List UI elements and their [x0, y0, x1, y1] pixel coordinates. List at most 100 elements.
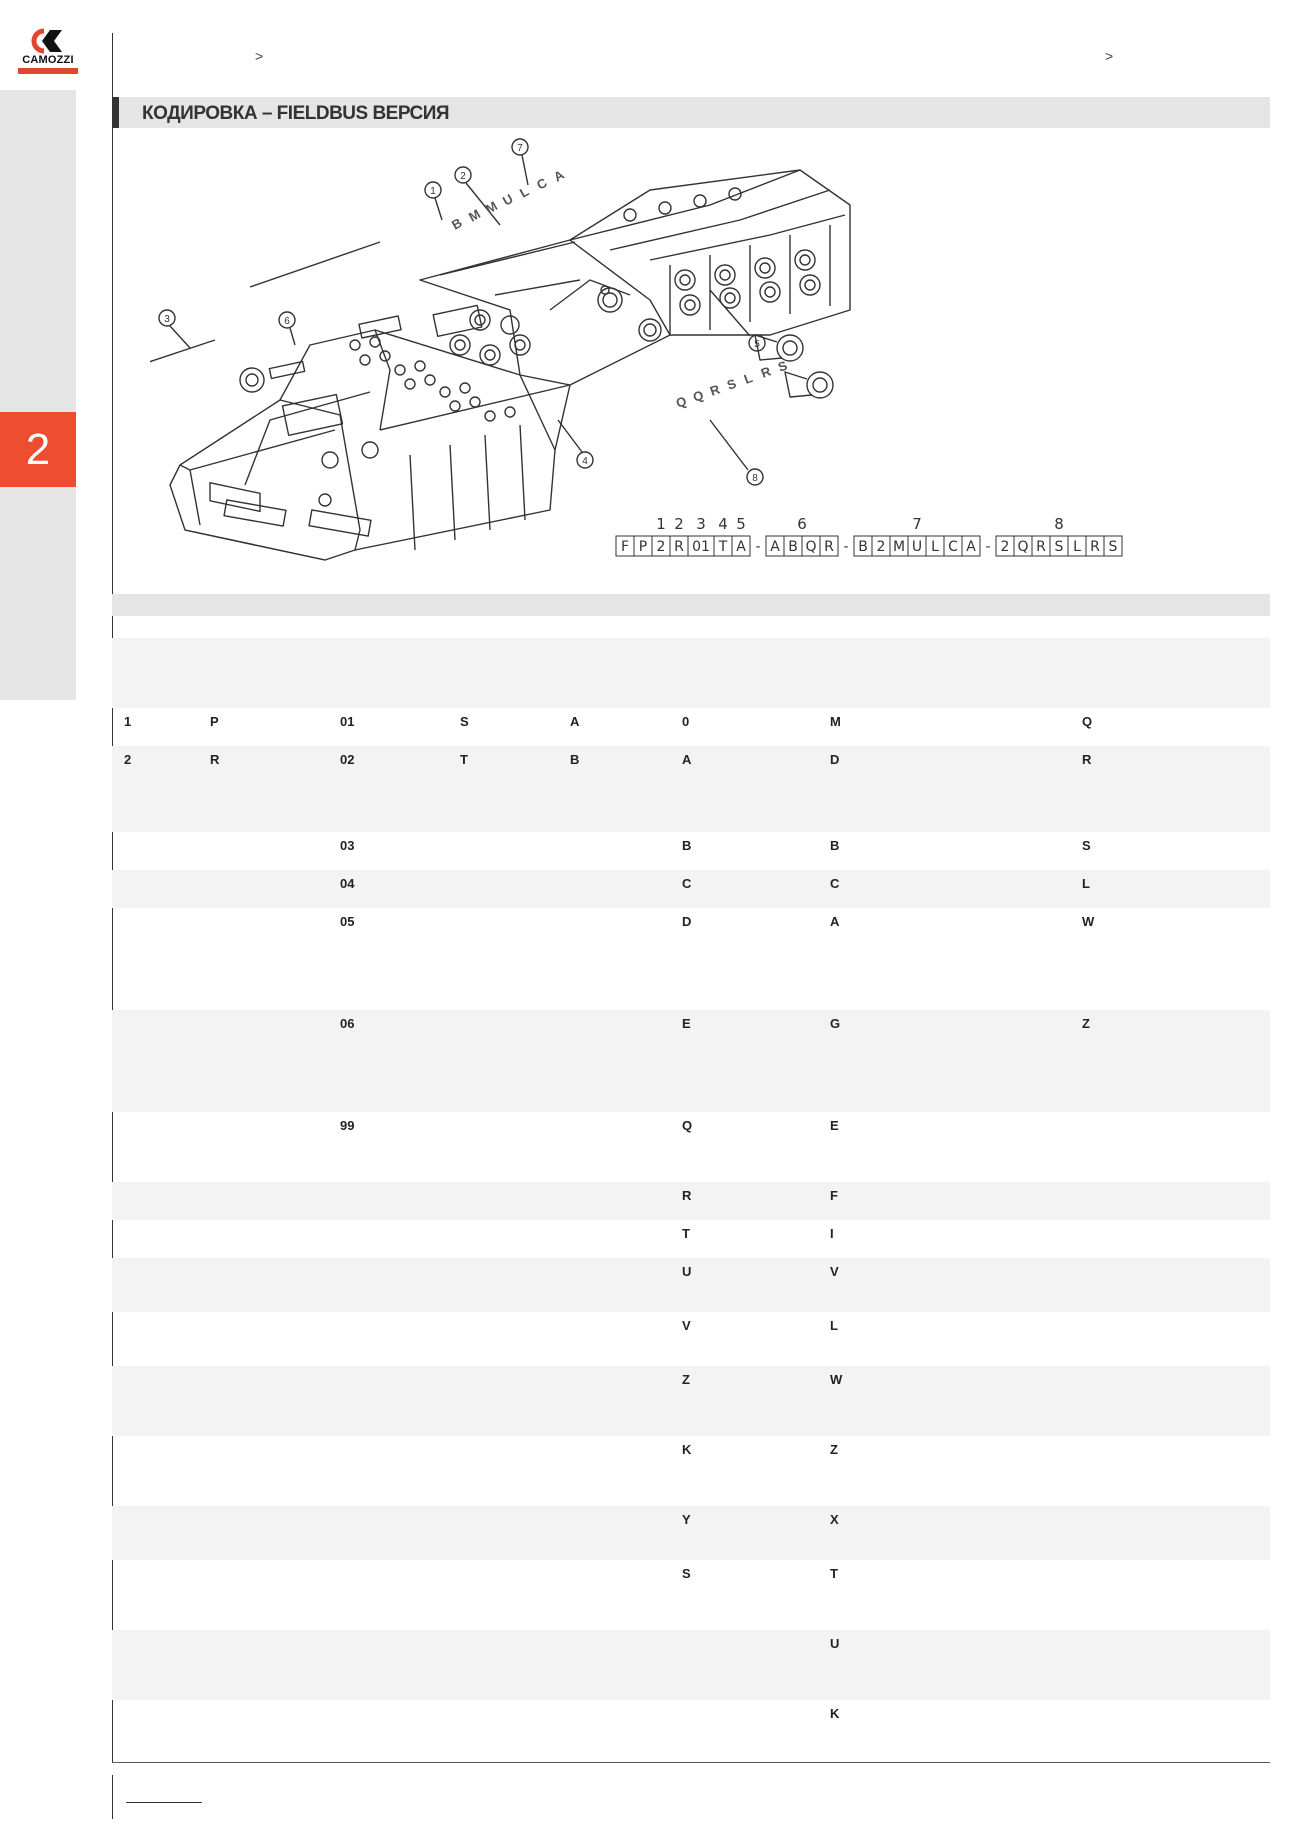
code-char: Q [1017, 539, 1028, 555]
top-letter-6: C [534, 175, 550, 193]
table-cell: B [830, 838, 840, 853]
table-cell: L [830, 1318, 838, 1333]
table-cell: R [210, 752, 220, 767]
table-cell: L [1082, 876, 1090, 891]
code-position-number: 6 [797, 515, 807, 533]
table-cell: 06 [340, 1016, 355, 1031]
table-cell: C [682, 876, 692, 891]
callout-6: 6 [284, 316, 290, 327]
table-cell: K [682, 1442, 692, 1457]
code-char: M [893, 539, 905, 555]
section-tab [0, 90, 76, 700]
table-row: 06 E G Z [112, 1010, 1270, 1112]
table-cell: 01 [340, 714, 355, 729]
code-char: T [718, 539, 728, 555]
table-cell: C [830, 876, 840, 891]
code-char: A [770, 539, 780, 555]
brand-bar [18, 68, 78, 74]
top-letter-1: B [449, 215, 465, 233]
section-heading-band: КОДИРОВКА – FIELDBUS ВЕРСИЯ [112, 97, 1270, 128]
table-cell: I [830, 1226, 834, 1241]
table-cell: 04 [340, 876, 355, 891]
table-cell: U [830, 1636, 840, 1651]
code-position-number: 7 [912, 515, 922, 533]
code-char: S [1109, 539, 1118, 555]
code-char: 2 [657, 539, 666, 555]
table-cell: A [570, 714, 580, 729]
callout-5: 5 [754, 339, 760, 350]
bottom-letter-3: R [708, 381, 723, 399]
top-letter-2: M [466, 206, 483, 224]
table-cell: F [830, 1188, 838, 1203]
table-cell: 2 [124, 752, 132, 767]
table-cell: 02 [340, 752, 355, 767]
table-cell: A [682, 752, 692, 767]
code-char: 01 [692, 539, 710, 555]
table-cell: Y [682, 1512, 691, 1527]
section-number[interactable]: 2 [0, 412, 76, 487]
table-row: K [112, 1700, 1270, 1770]
table-cell: D [682, 914, 692, 929]
code-char: R [824, 539, 834, 555]
code-box [961, 535, 981, 557]
table-cell: M [830, 714, 841, 729]
bottom-letter-4: S [725, 376, 739, 393]
code-char: A [966, 539, 976, 555]
bottom-letter-6: R [759, 363, 774, 381]
table-cell: B [682, 838, 692, 853]
code-char: L [1073, 539, 1081, 555]
heading-marker [112, 97, 119, 128]
table-cell: T [460, 752, 468, 767]
table-cell: W [830, 1372, 843, 1387]
table-cell: 1 [124, 714, 132, 729]
table-cell: P [210, 714, 219, 729]
table-cell: T [682, 1226, 690, 1241]
code-char: B [788, 539, 798, 555]
code-box [1103, 535, 1123, 557]
bottom-letter-5: L [742, 370, 755, 387]
code-char: 2 [877, 539, 886, 555]
table-cell: D [830, 752, 840, 767]
table-cell: G [830, 1016, 841, 1031]
code-char: P [639, 539, 647, 555]
table-cell: R [1082, 752, 1092, 767]
table-cell: 03 [340, 838, 355, 853]
code-box [819, 535, 839, 557]
footer-line [126, 1802, 202, 1803]
brand-name: CAMOZZI [22, 54, 74, 66]
code-char: S [1055, 539, 1064, 555]
table-row: 2 R 02 T B A D R [112, 746, 1270, 832]
code-position-number: 5 [736, 515, 746, 533]
table-cell: B [570, 752, 580, 767]
table-cell: Z [1082, 1016, 1090, 1031]
breadcrumb-arrow-left[interactable]: > [255, 48, 264, 64]
code-char: U [912, 539, 922, 555]
bottom-letter-1: Q [674, 393, 689, 411]
table-cell: U [682, 1264, 692, 1279]
table-cell: E [682, 1016, 691, 1031]
table-cell: A [830, 914, 840, 929]
table-cell: W [1082, 914, 1095, 929]
top-letter-3: M [483, 198, 500, 216]
camozzi-logo-mark-icon [31, 28, 62, 54]
code-box [731, 535, 751, 557]
code-separator: - [985, 539, 990, 555]
callout-2: 2 [460, 171, 466, 182]
code-separator: - [843, 539, 848, 555]
table-cell: 0 [682, 714, 690, 729]
breadcrumb-arrow-right[interactable]: > [1105, 48, 1114, 64]
table-spacer-row [112, 638, 1270, 708]
top-letter-7: A [551, 167, 567, 185]
callout-8: 8 [752, 473, 758, 484]
code-separator: - [755, 539, 760, 555]
